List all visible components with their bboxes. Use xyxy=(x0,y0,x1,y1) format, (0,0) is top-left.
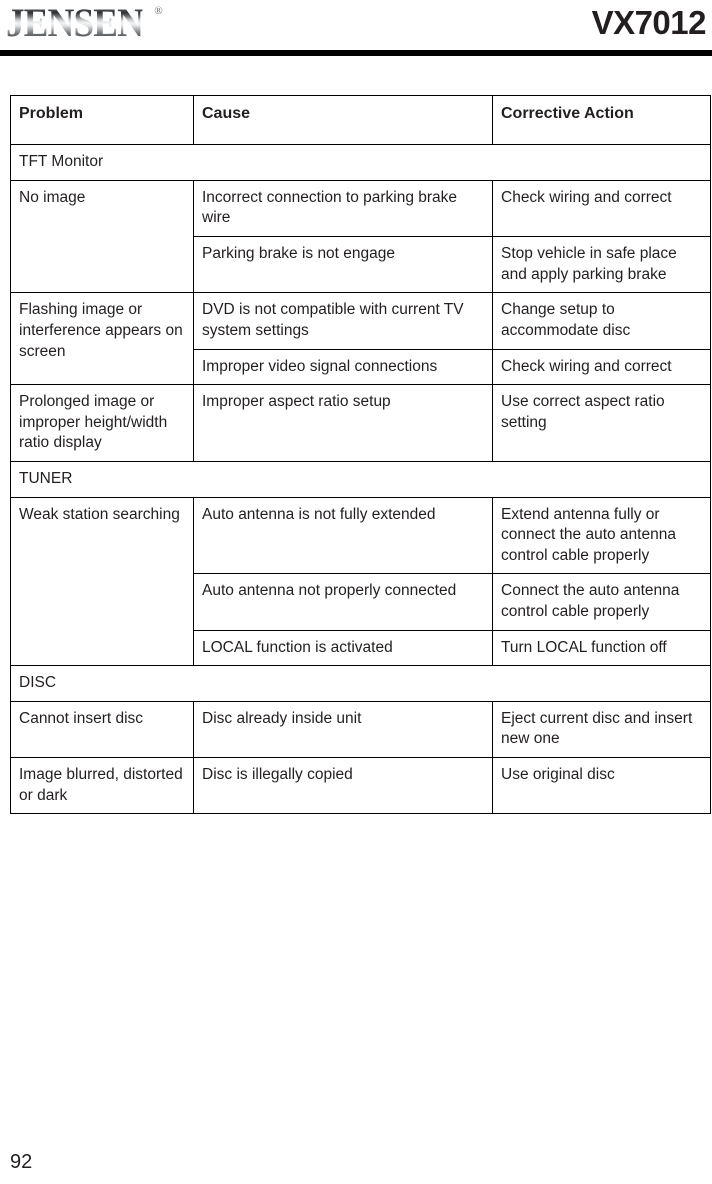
cell-corrective-action: Eject current disc and insert new one xyxy=(492,700,711,759)
cell-problem: No image xyxy=(10,179,194,294)
column-header-cause: Cause xyxy=(193,94,493,146)
cell-cause: LOCAL function is activated xyxy=(193,629,493,667)
table-row: Prolonged image or improper height/width… xyxy=(10,384,711,462)
jensen-logo: JENSEN ® xyxy=(6,2,196,44)
cell-problem: Weak station searching xyxy=(10,496,194,667)
section-header-row: TUNER xyxy=(10,460,711,498)
page-number: 92 xyxy=(10,1151,33,1173)
cell-corrective-action: Stop vehicle in safe place and apply par… xyxy=(492,236,711,294)
brand-wordmark: JENSEN xyxy=(6,0,144,45)
section-title: TFT Monitor xyxy=(10,144,711,181)
section-title: DISC xyxy=(10,665,711,702)
cell-corrective-action: Turn LOCAL function off xyxy=(492,629,711,667)
section-header-row: TFT Monitor xyxy=(10,144,711,181)
cell-cause: Improper aspect ratio setup xyxy=(193,384,493,462)
section-header-row: DISC xyxy=(10,665,711,702)
header-divider xyxy=(0,50,712,56)
cell-cause: Auto antenna is not fully extended xyxy=(193,496,493,575)
cell-cause: Disc already inside unit xyxy=(193,700,493,759)
cell-problem: Prolonged image or improper height/width… xyxy=(10,384,194,462)
cell-corrective-action: Use original disc xyxy=(492,757,711,815)
cell-problem: Image blurred, distorted or dark xyxy=(10,757,194,815)
column-header-corrective-action: Corrective Action xyxy=(492,94,711,146)
cell-problem: Flashing image or interference appears o… xyxy=(10,292,194,386)
model-number: VX7012 xyxy=(591,4,707,41)
cell-cause: Parking brake is not engage xyxy=(193,236,493,294)
table-header-row: Problem Cause Corrective Action xyxy=(10,94,711,146)
cell-corrective-action: Change setup to accommodate disc xyxy=(492,292,711,350)
cell-cause: Improper video signal connections xyxy=(193,348,493,386)
cell-cause: Auto antenna not properly connected xyxy=(193,573,493,631)
cell-problem: Cannot insert disc xyxy=(10,700,194,759)
cell-corrective-action: Connect the auto antenna control cable p… xyxy=(492,573,711,631)
column-header-problem: Problem xyxy=(10,94,194,146)
table-row: Flashing image or interference appears o… xyxy=(10,292,711,386)
registered-trademark-icon: ® xyxy=(154,5,163,17)
cell-corrective-action: Extend antenna fully or connect the auto… xyxy=(492,496,711,575)
section-title: TUNER xyxy=(10,460,711,498)
cell-cause: Disc is illegally copied xyxy=(193,757,493,815)
cell-corrective-action: Check wiring and correct xyxy=(492,179,711,238)
cell-cause: Incorrect connection to parking brake wi… xyxy=(193,179,493,238)
troubleshooting-table: Problem Cause Corrective Action TFT Moni… xyxy=(10,94,711,815)
cell-corrective-action: Use correct aspect ratio setting xyxy=(492,384,711,462)
page-header: JENSEN ® VX7012 xyxy=(0,0,712,56)
cell-corrective-action: Check wiring and correct xyxy=(492,348,711,386)
cell-cause: DVD is not compatible with current TV sy… xyxy=(193,292,493,350)
